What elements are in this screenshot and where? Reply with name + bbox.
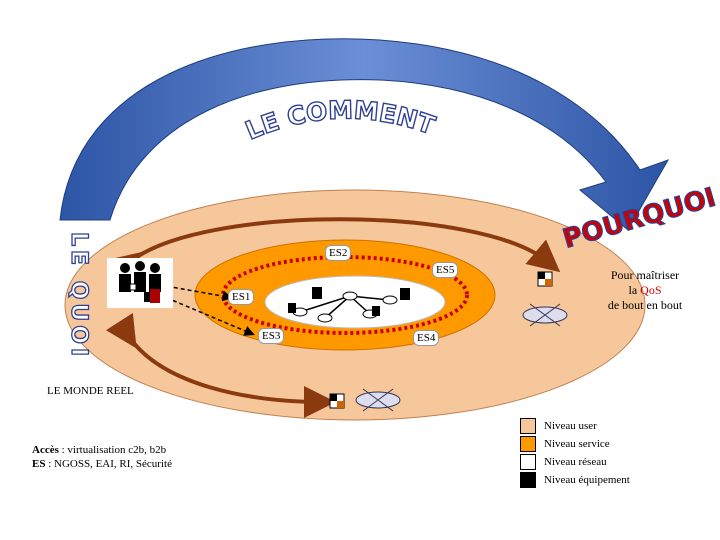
how-title: LE COMMENT <box>241 95 438 145</box>
legend-user: Niveau user <box>520 418 597 434</box>
user-device-icon <box>330 394 344 408</box>
user-device-icon <box>538 272 552 286</box>
qos-text: Pour maîtriser la QoS de bout en bout <box>585 268 705 313</box>
legend-equipment: Niveau équipement <box>520 472 630 488</box>
node-es1: ES1 <box>228 289 254 305</box>
node-es4: ES4 <box>413 330 439 346</box>
legend-service: Niveau service <box>520 436 610 452</box>
real-world-label: LE MONDE REEL <box>47 385 134 397</box>
network-level-ellipse <box>265 276 445 328</box>
node-es5: ES5 <box>432 262 458 278</box>
access-notes: Accès : virtualisation c2b, b2b ES : NGO… <box>32 443 172 471</box>
node-es3: ES3 <box>258 328 284 344</box>
node-es2: ES2 <box>325 245 351 261</box>
legend-network: Niveau réseau <box>520 454 607 470</box>
what-title: LE QUOI <box>66 232 91 360</box>
people-icon <box>107 258 173 308</box>
